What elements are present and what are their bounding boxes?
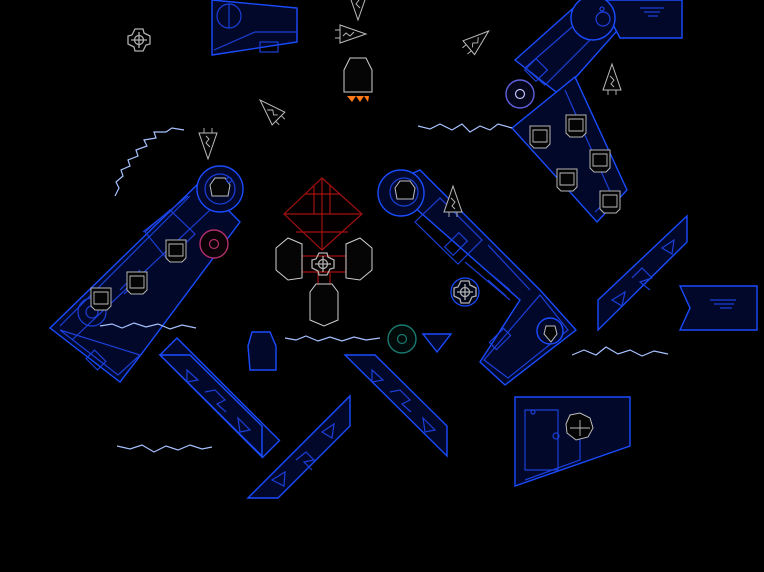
- station-arm-upper-right: [513, 0, 683, 96]
- energy-core-gear-blue[interactable]: [450, 277, 480, 307]
- station-arm-right: [377, 169, 578, 386]
- dart-fighter[interactable]: [458, 23, 496, 59]
- cargo-crate[interactable]: [126, 271, 148, 295]
- energy-core-purple[interactable]: [505, 79, 535, 109]
- cargo-crate[interactable]: [565, 114, 587, 138]
- energy-core-teal[interactable]: [387, 324, 417, 354]
- cargo-bay-right: [510, 75, 628, 224]
- cargo-crate[interactable]: [90, 287, 112, 311]
- turret-dome[interactable]: [565, 412, 594, 441]
- escape-pod[interactable]: [247, 331, 277, 371]
- cargo-crate[interactable]: [529, 125, 551, 149]
- dart-fighter[interactable]: [348, 0, 368, 21]
- dart-fighter[interactable]: [334, 24, 367, 44]
- cargo-crate[interactable]: [599, 190, 621, 214]
- station-hull-top: [211, 0, 298, 56]
- cargo-crate[interactable]: [165, 239, 187, 263]
- station-door-block: [514, 396, 631, 487]
- cargo-crate[interactable]: [556, 168, 578, 192]
- dart-fighter[interactable]: [253, 93, 289, 129]
- marker-triangle: [421, 333, 453, 354]
- player-ship[interactable]: [343, 57, 373, 102]
- wall-panel-far-right: [678, 285, 758, 331]
- wall-panel-lower-left-b: [246, 394, 351, 499]
- energy-core-magenta[interactable]: [199, 229, 229, 259]
- dart-fighter[interactable]: [602, 63, 622, 96]
- wall-panel-lower-center: [343, 354, 448, 458]
- wall-panel-lower-left-a: [158, 354, 263, 458]
- boss-mothership[interactable]: [275, 177, 373, 327]
- spinning-gear-mine[interactable]: [127, 28, 151, 52]
- station-arm-left: [48, 165, 244, 383]
- dart-fighter[interactable]: [198, 127, 218, 160]
- wall-panel-right: [597, 214, 688, 332]
- lightning-arc: [99, 123, 669, 453]
- cargo-crate[interactable]: [589, 149, 611, 173]
